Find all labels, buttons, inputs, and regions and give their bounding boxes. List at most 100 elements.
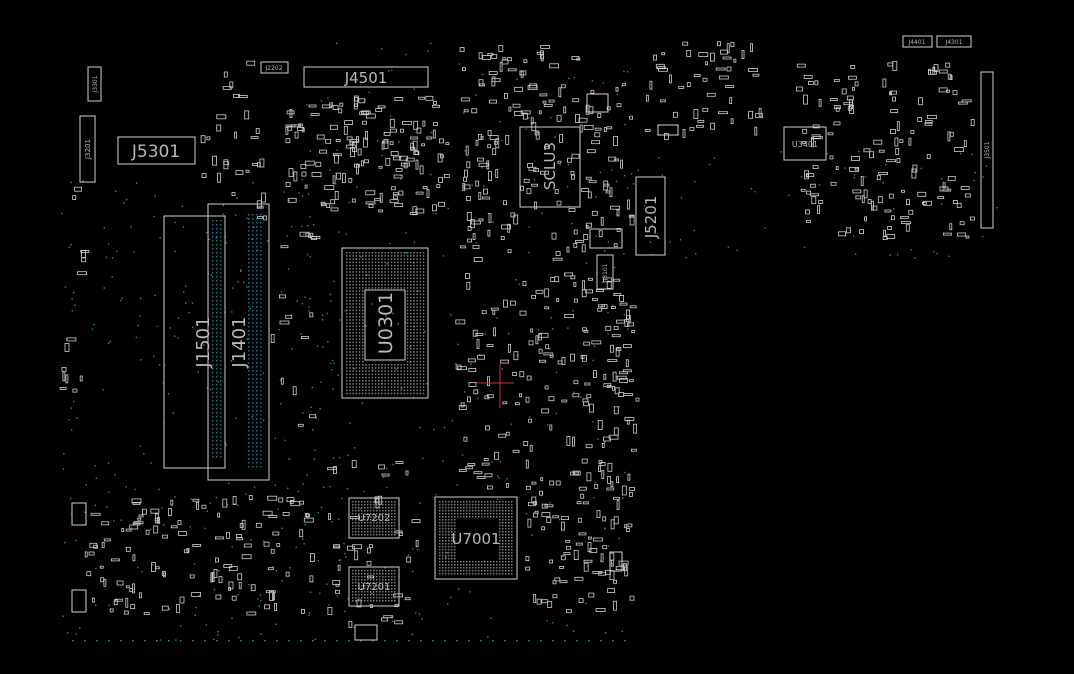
smd-component (811, 134, 821, 140)
connector-j4301[interactable] (936, 35, 972, 48)
smd-component (413, 151, 420, 156)
smd-component (438, 201, 446, 207)
bga-pad (448, 555, 450, 557)
bga-pad (387, 367, 390, 369)
smd-component (348, 177, 353, 183)
bga-pad (472, 570, 474, 572)
bga-pad (439, 537, 441, 539)
via (488, 179, 490, 181)
smd-component (238, 582, 242, 589)
bga-pad (439, 501, 441, 503)
bga-pad (212, 336, 214, 338)
smd-component (498, 433, 507, 438)
bga-pad (358, 376, 361, 379)
connector-j3501[interactable] (980, 71, 994, 229)
bga-pad (391, 591, 393, 593)
via (344, 310, 347, 312)
via (593, 497, 595, 499)
smd-component (432, 204, 438, 212)
smd-component (377, 105, 386, 109)
bga-pad (502, 510, 504, 512)
chip-u0301[interactable] (341, 247, 429, 399)
bga-pad (248, 330, 250, 332)
smd-component (606, 384, 612, 388)
bga-pad (416, 306, 418, 308)
slot-j1401[interactable] (207, 203, 270, 481)
connector-j4501[interactable] (303, 66, 429, 88)
chip-u7201[interactable] (348, 566, 400, 607)
smd-component (847, 106, 852, 111)
bga-pad (216, 452, 218, 454)
bga-pad (403, 264, 406, 267)
bga-pad (385, 525, 387, 527)
bga-pad (406, 367, 409, 369)
bga-pad (365, 255, 367, 257)
smd-component (491, 54, 498, 59)
bga-pad (373, 534, 375, 536)
bga-pad (220, 408, 222, 410)
connector-j3101[interactable] (596, 254, 614, 290)
bga-pad (364, 510, 366, 512)
bga-pad (212, 348, 214, 350)
via (336, 149, 338, 151)
via (115, 190, 117, 192)
bga-pad (367, 531, 369, 533)
bga-pad (352, 501, 354, 503)
smd-component (72, 195, 77, 201)
bga-pad (216, 284, 218, 286)
via (322, 346, 324, 348)
bga-pad (252, 298, 254, 300)
bga-pad (502, 546, 504, 548)
slot-j1501[interactable] (163, 215, 226, 469)
connector-j5301[interactable] (117, 136, 196, 165)
smd-component (348, 620, 353, 628)
via (327, 97, 329, 99)
label-j5301: J5301 (131, 142, 180, 162)
bga-pad (378, 380, 380, 382)
connector-j5201[interactable] (635, 176, 666, 256)
chip-sclu3[interactable] (519, 126, 581, 208)
bga-pad (381, 261, 383, 264)
smd-component (557, 360, 563, 365)
chip-u7202[interactable] (348, 497, 400, 539)
bga-pad (505, 552, 507, 554)
bga-pad (403, 287, 406, 289)
bga-pad (445, 555, 447, 557)
via (541, 212, 543, 214)
via (680, 197, 683, 199)
smd-component (601, 470, 605, 479)
smd-component (356, 136, 359, 143)
via (326, 583, 328, 585)
bga-pad (394, 380, 396, 382)
smd-component (466, 161, 471, 169)
smd-component (588, 536, 592, 540)
via (116, 250, 118, 253)
smd-component (541, 599, 549, 604)
bga-pad (358, 591, 360, 593)
bga-pad (352, 341, 354, 344)
connector-j3301[interactable] (87, 66, 102, 102)
smd-component (620, 159, 623, 169)
bga-pad (451, 555, 453, 557)
bga-pad (260, 430, 262, 432)
smd-component (545, 344, 550, 350)
bga-pad (394, 576, 396, 578)
connector-j3201[interactable] (79, 115, 96, 183)
bga-pad (391, 600, 393, 602)
bga-pad (381, 255, 383, 257)
bga-pad (362, 338, 364, 340)
via (67, 632, 69, 634)
bga-pad (448, 513, 450, 515)
bga-pad (352, 600, 354, 602)
chip-u7001[interactable] (434, 496, 518, 580)
connector-j4401[interactable] (902, 35, 933, 48)
via (356, 186, 358, 188)
smd-component (610, 519, 615, 530)
connector-j2202[interactable] (260, 61, 289, 74)
bga-pad (439, 531, 441, 533)
via (599, 171, 602, 174)
via (499, 120, 501, 123)
bga-pad (511, 519, 513, 521)
chip-u3401[interactable] (783, 126, 827, 161)
smd-component (234, 131, 238, 139)
